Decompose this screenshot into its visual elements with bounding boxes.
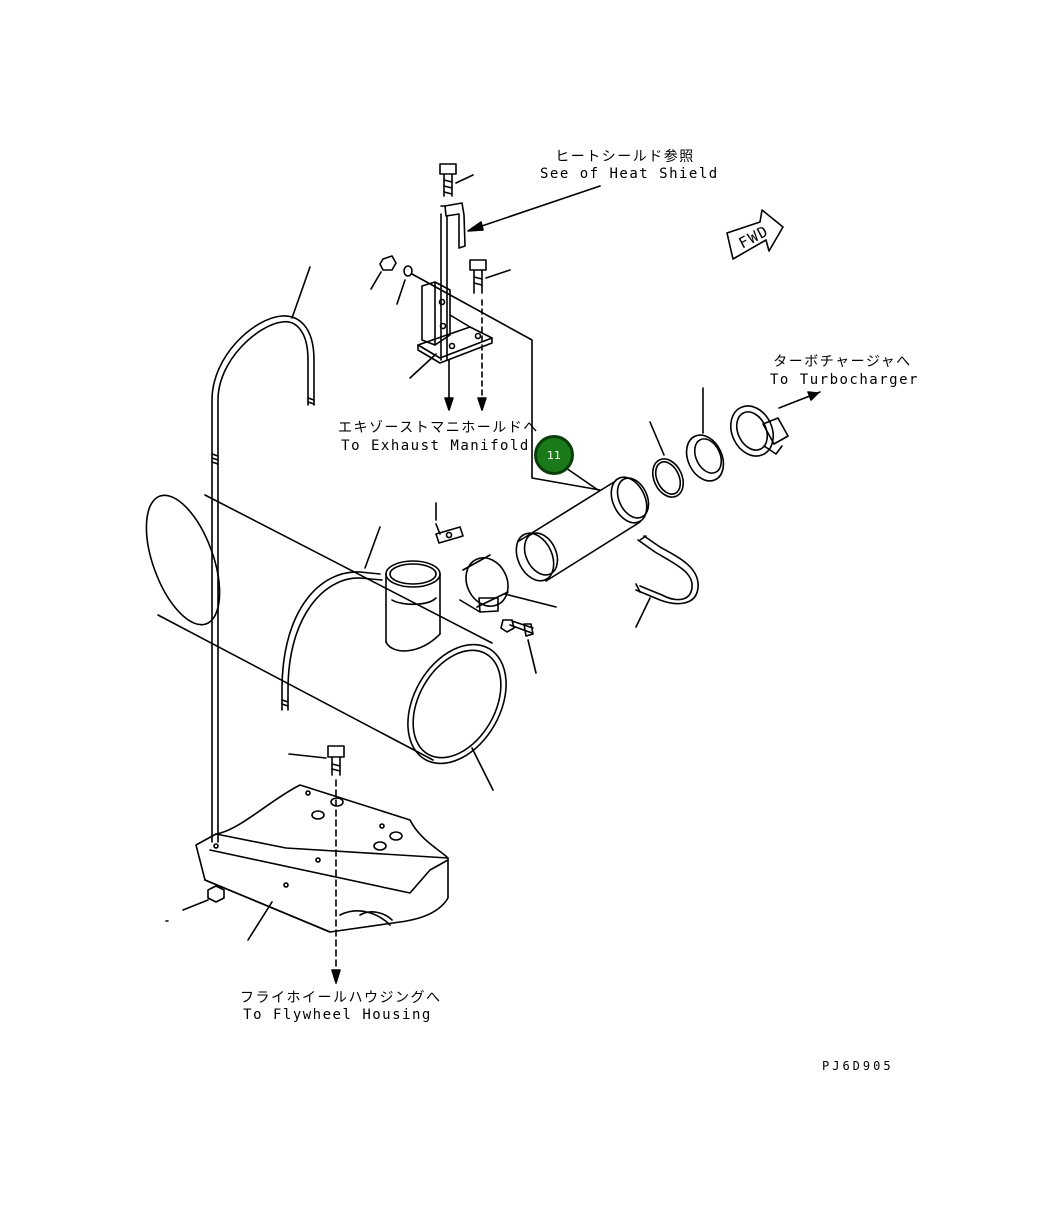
turbo-clamp (730, 391, 821, 457)
callout-number: 11 (547, 448, 561, 462)
muffler (145, 494, 507, 791)
bottom-nut (165, 885, 225, 922)
flywheel-arrow (331, 779, 341, 984)
fwd-arrow-icon (726, 209, 784, 260)
band-clamp (459, 554, 557, 613)
right-bolt (469, 259, 511, 294)
flywheel-housing-label-en: To Flywheel Housing (243, 1007, 432, 1023)
callout-leader (411, 273, 601, 491)
bottom-bracket-plate (195, 784, 449, 941)
nut-and-washer (370, 255, 413, 305)
turbocharger-label-jp: ターボチャージャへ (773, 354, 912, 370)
heat-shield-leader (467, 185, 601, 232)
clamp-plate (435, 502, 464, 544)
turbocharger-label-en: To Turbocharger (770, 372, 919, 388)
muffler-inlet-pipe (385, 560, 441, 652)
drawing-code: PJ6D905 (822, 1059, 894, 1073)
bottom-bolt (288, 745, 345, 776)
small-bolt (500, 619, 537, 674)
top-bolt (439, 163, 474, 197)
sealing-ring (685, 387, 725, 482)
exhaust-tube (515, 476, 650, 582)
muffler-strap (281, 526, 383, 711)
heat-shield-label-en: See of Heat Shield (540, 166, 719, 182)
exhaust-manifold-label-jp: エキゾーストマニホールドへ (338, 420, 539, 436)
flywheel-housing-label-jp: フライホイールハウジングへ (240, 990, 442, 1006)
mounting-bracket (409, 281, 493, 379)
exhaust-manifold-label-en: To Exhaust Manifold (341, 438, 530, 454)
hanger-rod (211, 266, 315, 843)
o-ring (649, 421, 685, 498)
exhaust-manifold-arrows (444, 299, 487, 411)
callout-marker-11[interactable]: 11 (534, 435, 574, 475)
u-bolt (635, 535, 699, 628)
heat-shield-label-jp: ヒートシールド参照 (555, 149, 695, 165)
